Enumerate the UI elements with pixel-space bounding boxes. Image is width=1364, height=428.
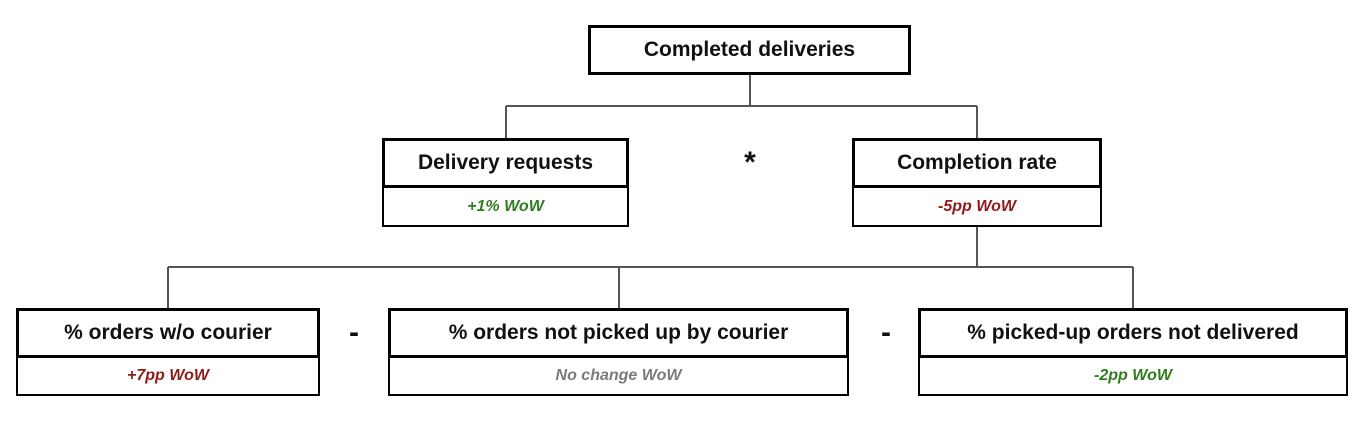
node-title: Completion rate [852,138,1102,188]
node-completed-deliveries: Completed deliveries [588,25,911,75]
change-badge: No change WoW [388,356,849,396]
node-title: Delivery requests [382,138,629,188]
change-badge: -5pp WoW [852,186,1102,227]
multiply-operator: * [744,146,756,179]
node-delivery-requests: Delivery requests +1% WoW [382,138,629,227]
node-title: Completed deliveries [588,25,911,75]
node-title: % orders not picked up by courier [388,308,849,358]
node-picked-up-not-delivered: % picked-up orders not delivered -2pp Wo… [918,308,1348,396]
node-orders-without-courier: % orders w/o courier +7pp WoW [16,308,320,396]
minus-operator-1: - [349,316,359,349]
node-title: % picked-up orders not delivered [918,308,1348,358]
node-orders-not-picked-up: % orders not picked up by courier No cha… [388,308,849,396]
node-completion-rate: Completion rate -5pp WoW [852,138,1102,227]
change-badge: -2pp WoW [918,356,1348,396]
minus-operator-2: - [881,316,891,349]
change-badge: +7pp WoW [16,356,320,396]
node-title: % orders w/o courier [16,308,320,358]
change-badge: +1% WoW [382,186,629,227]
